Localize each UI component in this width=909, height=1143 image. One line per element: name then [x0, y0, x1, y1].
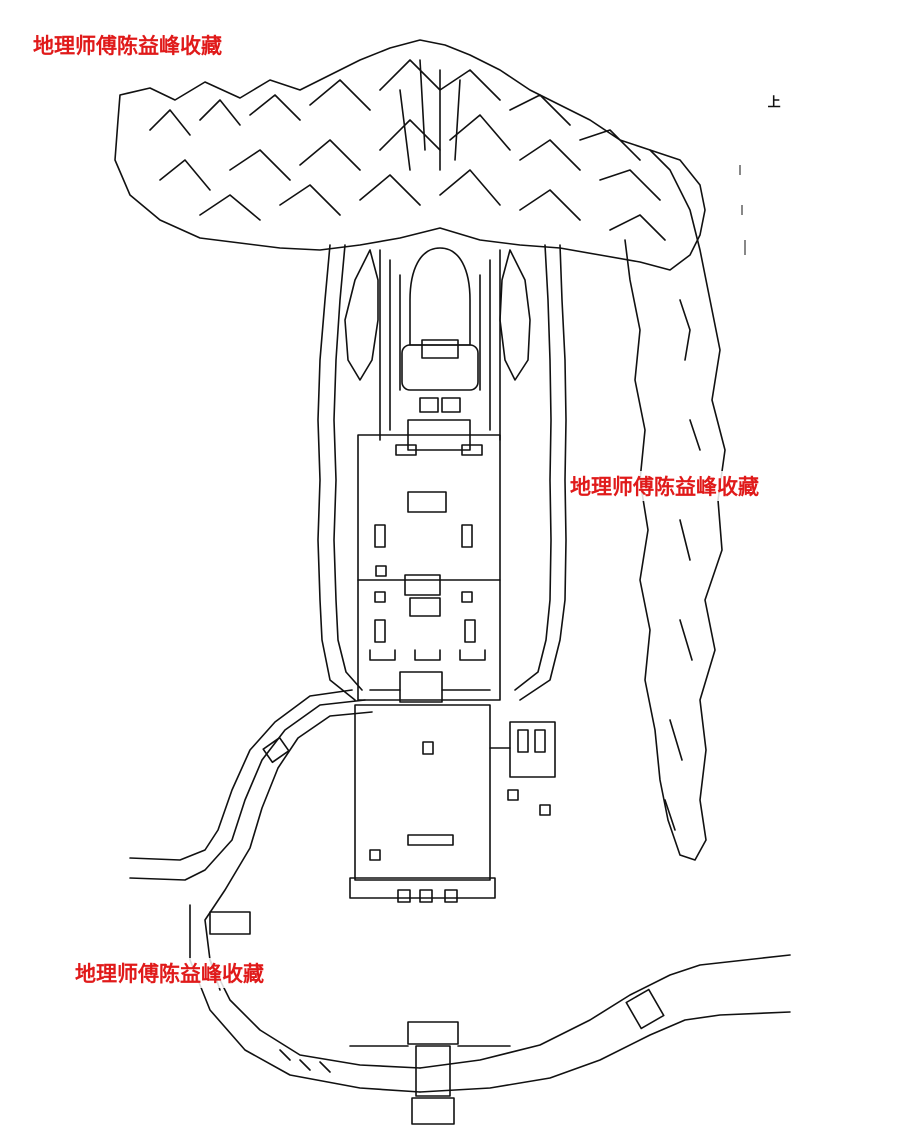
right-ridge [624, 149, 726, 861]
south-river [419, 954, 791, 1069]
lower-courtyard [354, 704, 491, 881]
east-channel [519, 244, 567, 701]
watermark-middle-right: 地理师傅陈益峰收藏 [567, 471, 762, 501]
west-channel [317, 244, 356, 701]
southern-gate [407, 1021, 459, 1045]
upper-courtyard [357, 434, 501, 701]
top-right-inscription-1: 上 [764, 95, 780, 109]
outer-river-outer [129, 699, 366, 881]
outer-river-inner [129, 689, 353, 861]
watermark-top-left: 地理师傅陈益峰收藏 [30, 30, 225, 60]
inner-wall [379, 249, 501, 441]
treasure-city [409, 247, 471, 346]
watermark-bottom-left: 地理师傅陈益峰收藏 [72, 958, 267, 988]
mountain-range [114, 39, 706, 271]
square-city [401, 344, 479, 391]
